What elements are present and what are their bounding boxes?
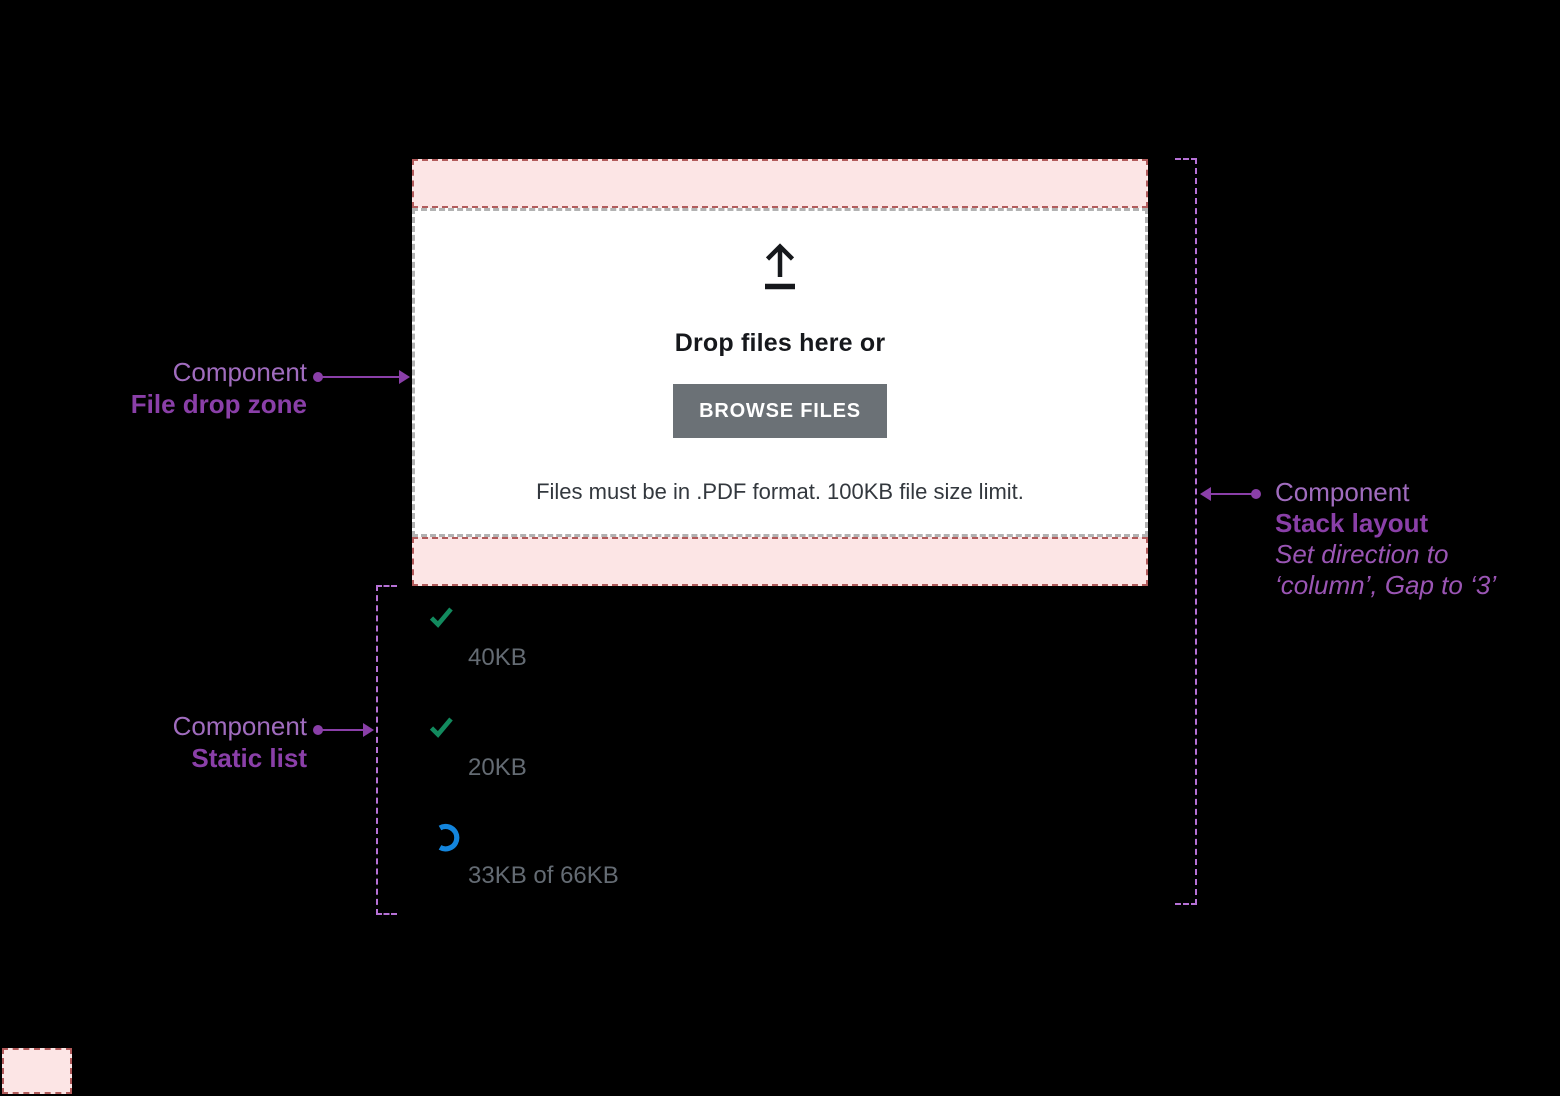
upload-arrow-icon (765, 243, 795, 290)
annotation-note-line: Set direction to (1275, 539, 1449, 569)
arrow-dot (313, 725, 323, 735)
drop-zone-requirements-note: Files must be in .PDF format. 100KB file… (536, 479, 1024, 504)
annotation-kicker: Component (172, 711, 307, 741)
check-icon (429, 607, 453, 628)
list-item: 20KB (428, 714, 748, 814)
arrow-dot (1251, 489, 1261, 499)
annotation-arrow-file-drop-zone (313, 370, 410, 384)
file-size-label: 40KB (468, 644, 527, 671)
arrow-head-icon (363, 723, 374, 737)
drop-zone-top-spacing-band (412, 159, 1148, 208)
arrow-head-icon (399, 370, 410, 384)
annotation-kicker: Component (172, 357, 307, 387)
stack-layout-boundary-guide (1175, 158, 1197, 905)
file-size-label: 20KB (468, 754, 527, 781)
file-drop-zone: Drop files here or BROWSE FILES Files mu… (412, 159, 1148, 586)
annotation-title: Stack layout (1275, 508, 1429, 538)
annotation-static-list: Component Static list (173, 710, 307, 774)
annotation-stack-layout: Component Stack layout Set direction to … (1275, 477, 1496, 601)
static-list-boundary-guide (376, 585, 397, 915)
annotation-arrow-static-list (313, 723, 374, 737)
annotation-arrow-stack-layout (1200, 487, 1261, 501)
drop-zone-title: Drop files here or (674, 329, 886, 357)
annotation-title: File drop zone (130, 389, 307, 419)
annotation-kicker: Component (1275, 477, 1410, 507)
upload-progress-label: 33KB of 66KB (468, 862, 619, 889)
drop-zone-bottom-spacing-band (412, 537, 1148, 586)
spinner-icon (438, 823, 460, 852)
annotation-file-drop-zone: Component File drop zone (131, 356, 307, 420)
pink-spacing-swatch (2, 1048, 72, 1094)
drop-zone-drop-target[interactable]: Drop files here or BROWSE FILES Files mu… (412, 208, 1148, 537)
check-icon (429, 717, 453, 738)
arrow-dot (313, 372, 323, 382)
list-item: 40KB (428, 604, 748, 704)
arrow-head-icon (1200, 487, 1211, 501)
annotation-title: Static list (191, 743, 307, 773)
annotation-note-line: ‘column’, Gap to ‘3’ (1275, 570, 1497, 600)
list-item: 33KB of 66KB (428, 822, 748, 922)
browse-files-button[interactable]: BROWSE FILES (673, 384, 887, 438)
